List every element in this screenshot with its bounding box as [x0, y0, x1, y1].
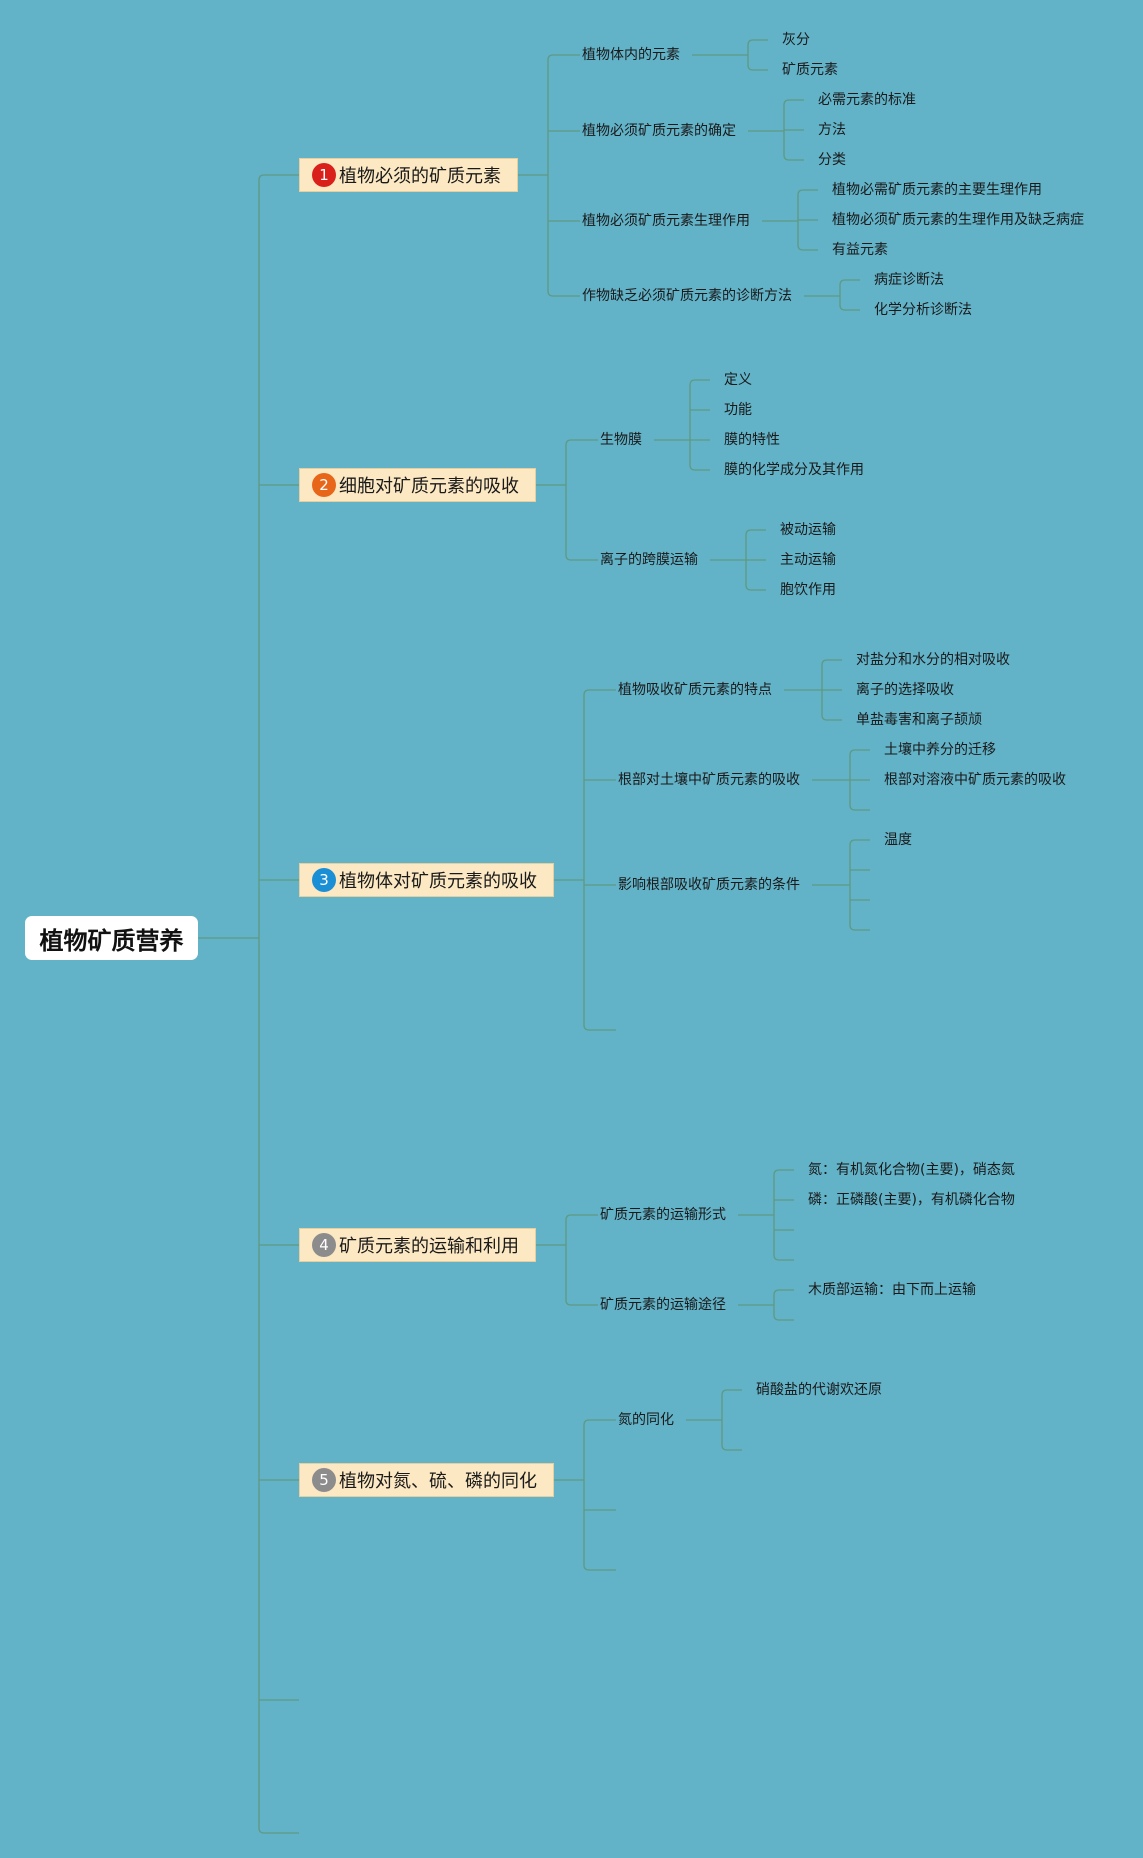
leaf-5-1-1[interactable]: 硝酸盐的代谢欢还原: [756, 1382, 882, 1398]
subtopic-1-1-branch: [747, 64, 768, 71]
topic-number-badge: 1: [312, 163, 336, 187]
leaf-3-3-1[interactable]: 温度: [884, 832, 912, 848]
leaf-4-2-1[interactable]: 木质部运输：由下而上运输: [808, 1282, 976, 1298]
topic-1-branch: [547, 54, 580, 61]
topic-2-branch: [565, 554, 598, 561]
subtopic-3-1-branch: [821, 659, 842, 666]
topic-4-branch: [565, 1299, 598, 1306]
subtopic-1-3-branch: [797, 189, 818, 196]
subtopic-4-2[interactable]: 矿质元素的运输途径: [600, 1297, 726, 1313]
leaf-2-2-3[interactable]: 胞饮作用: [780, 582, 836, 598]
subtopic-1-4-branch: [839, 279, 860, 286]
topic-label: 矿质元素的运输和利用: [339, 1236, 519, 1257]
subtopic-2-1[interactable]: 生物膜: [600, 432, 642, 448]
subtopic-3-3-branch: [849, 839, 870, 846]
subtopic-3-1-branch: [821, 714, 842, 721]
leaf-1-4-2[interactable]: 化学分析诊断法: [874, 302, 972, 318]
subtopic-2-1-branch: [689, 464, 710, 471]
topic-label: 植物对氮、硫、磷的同化: [339, 1471, 537, 1492]
subtopic-1-4[interactable]: 作物缺乏必须矿质元素的诊断方法: [582, 288, 792, 304]
subtopic-3-2-branch: [849, 749, 870, 756]
leaf-1-4-1[interactable]: 病症诊断法: [874, 272, 944, 288]
topic-label: 植物必须的矿质元素: [339, 166, 501, 187]
main-branch: [258, 174, 299, 181]
leaf-3-1-1[interactable]: 对盐分和水分的相对吸收: [856, 652, 1010, 668]
subtopic-1-2-branch: [783, 99, 804, 106]
topic-1-branch: [547, 290, 580, 297]
leaf-1-3-2[interactable]: 植物必须矿质元素的生理作用及缺乏病症: [832, 212, 1084, 228]
leaf-2-1-4[interactable]: 膜的化学成分及其作用: [724, 462, 864, 478]
topic-number-badge: 5: [312, 1468, 336, 1492]
subtopic-3-2-branch: [849, 804, 870, 811]
topic-number-badge: 4: [312, 1233, 336, 1257]
leaf-2-1-1[interactable]: 定义: [724, 372, 752, 388]
subtopic-3-3[interactable]: 影响根部吸收矿质元素的条件: [618, 877, 800, 893]
subtopic-5-1[interactable]: 氮的同化: [618, 1412, 674, 1428]
topic-label: 细胞对矿质元素的吸收: [339, 476, 519, 497]
leaf-2-2-2[interactable]: 主动运输: [780, 552, 836, 568]
leaf-1-3-3[interactable]: 有益元素: [832, 242, 888, 258]
leaf-2-1-3[interactable]: 膜的特性: [724, 432, 780, 448]
subtopic-2-2-branch: [745, 529, 766, 536]
subtopic-4-1[interactable]: 矿质元素的运输形式: [600, 1207, 726, 1223]
leaf-4-1-2[interactable]: 磷：正磷酸(主要)，有机磷化合物: [808, 1192, 1015, 1208]
topic-label: 植物体对矿质元素的吸收: [339, 871, 537, 892]
leaf-3-1-2[interactable]: 离子的选择吸收: [856, 682, 954, 698]
main-branch: [258, 1827, 299, 1834]
topic-5-branch: [583, 1564, 616, 1571]
subtopic-2-1-branch: [689, 379, 710, 386]
topic-3-branch: [583, 1024, 616, 1031]
subtopic-1-4-branch: [839, 304, 860, 311]
subtopic-2-2-branch: [745, 584, 766, 591]
subtopic-4-2-branch: [773, 1314, 794, 1321]
subtopic-2-2[interactable]: 离子的跨膜运输: [600, 552, 698, 568]
root-node[interactable]: 植物矿质营养: [25, 916, 198, 960]
topic-number-badge: 2: [312, 473, 336, 497]
subtopic-4-1-branch: [773, 1254, 794, 1261]
subtopic-1-3[interactable]: 植物必须矿质元素生理作用: [582, 213, 750, 229]
subtopic-3-3-branch: [849, 924, 870, 931]
topic-number-badge: 3: [312, 868, 336, 892]
topic-3-branch: [583, 689, 616, 696]
leaf-3-2-2[interactable]: 根部对溶液中矿质元素的吸收: [884, 772, 1066, 788]
subtopic-1-2[interactable]: 植物必须矿质元素的确定: [582, 123, 736, 139]
subtopic-5-1-branch: [721, 1444, 742, 1451]
subtopic-3-1[interactable]: 植物吸收矿质元素的特点: [618, 682, 772, 698]
leaf-1-1-1[interactable]: 灰分: [782, 32, 810, 48]
leaf-1-2-1[interactable]: 必需元素的标准: [818, 92, 916, 108]
subtopic-4-1-branch: [773, 1169, 794, 1176]
leaf-3-2-1[interactable]: 土壤中养分的迁移: [884, 742, 996, 758]
subtopic-1-1[interactable]: 植物体内的元素: [582, 47, 680, 63]
leaf-1-3-1[interactable]: 植物必需矿质元素的主要生理作用: [832, 182, 1042, 198]
leaf-1-2-3[interactable]: 分类: [818, 152, 846, 168]
subtopic-4-2-branch: [773, 1289, 794, 1296]
leaf-2-2-1[interactable]: 被动运输: [780, 522, 836, 538]
subtopic-5-1-branch: [721, 1389, 742, 1396]
topic-5-branch: [583, 1419, 616, 1426]
subtopic-1-3-branch: [797, 244, 818, 251]
leaf-1-1-2[interactable]: 矿质元素: [782, 62, 838, 78]
topic-2-branch: [565, 439, 598, 446]
leaf-4-1-1[interactable]: 氮：有机氮化合物(主要)，硝态氮: [808, 1162, 1015, 1178]
leaf-3-1-3[interactable]: 单盐毒害和离子颉颃: [856, 712, 982, 728]
subtopic-3-2[interactable]: 根部对土壤中矿质元素的吸收: [618, 772, 800, 788]
leaf-2-1-2[interactable]: 功能: [724, 402, 752, 418]
leaf-1-2-2[interactable]: 方法: [818, 122, 846, 138]
subtopic-1-1-branch: [747, 39, 768, 46]
topic-4-branch: [565, 1214, 598, 1221]
subtopic-1-2-branch: [783, 154, 804, 161]
